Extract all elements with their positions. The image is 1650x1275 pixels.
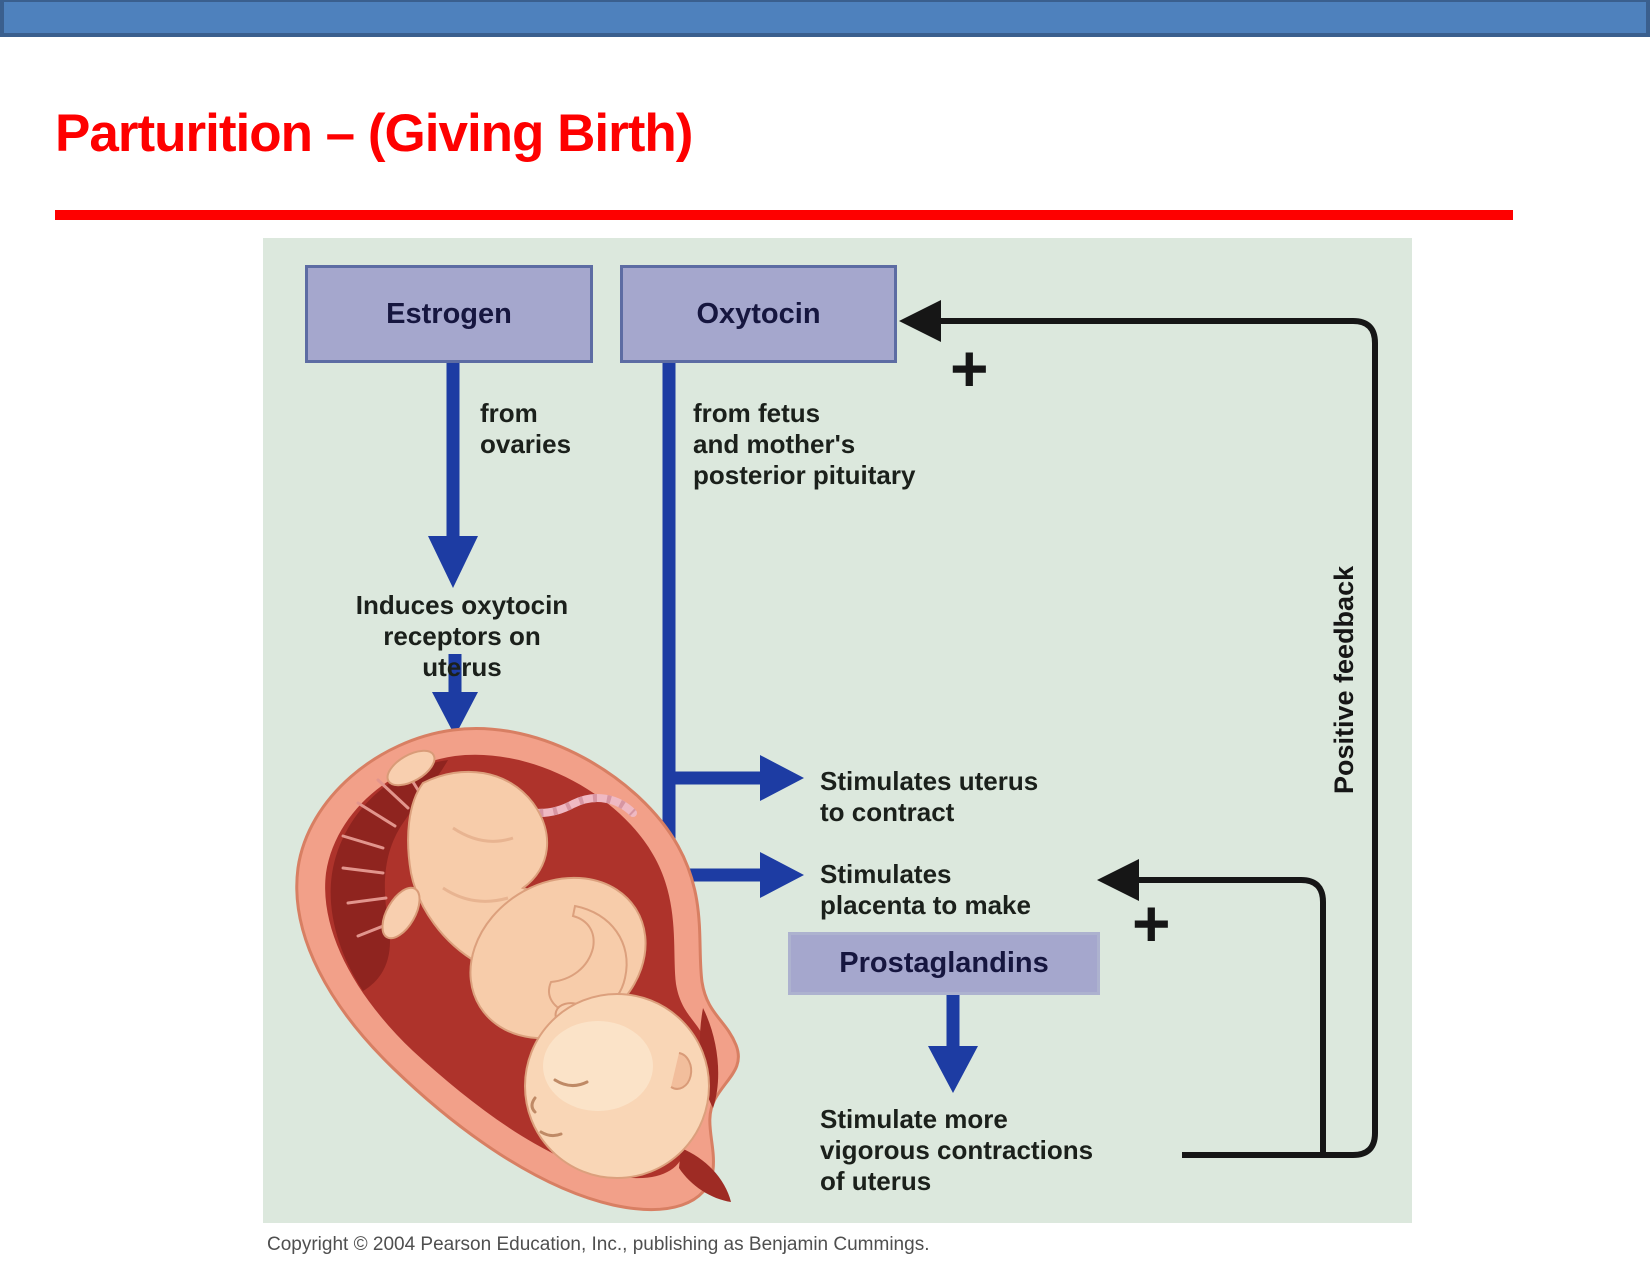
label-induces-receptors: Induces oxytocin receptors on uterus bbox=[355, 590, 569, 682]
label-stimulate-more: Stimulate more vigorous contractions of … bbox=[820, 1104, 1094, 1196]
page-title: Parturition – (Giving Birth) bbox=[55, 104, 693, 163]
fetus-eye bbox=[553, 1078, 589, 1087]
label-from-fetus: from fetus and mother's posterior pituit… bbox=[693, 398, 916, 490]
oxytocin-arrow bbox=[662, 358, 804, 898]
outer-feedback-loop bbox=[899, 300, 1378, 1158]
label-stimulates-uterus: Stimulates uterus to contract bbox=[820, 766, 1039, 827]
fetus-ear bbox=[670, 1052, 693, 1090]
label-positive-feedback: Positive feedback bbox=[1329, 565, 1359, 794]
inner-feedback-loop bbox=[1097, 859, 1326, 1152]
estrogen-arrow bbox=[428, 358, 478, 588]
estrogen-box: Estrogen bbox=[305, 265, 593, 363]
fetus-illustration bbox=[295, 727, 740, 1212]
estrogen-box-label: Estrogen bbox=[386, 297, 512, 330]
top-accent-bar bbox=[0, 0, 1650, 37]
plus-sign-bottom: + bbox=[1132, 886, 1171, 960]
prostaglandins-box-label: Prostaglandins bbox=[839, 947, 1049, 979]
label-from-ovaries: from ovaries bbox=[480, 398, 572, 459]
fetus-nose bbox=[530, 1096, 537, 1114]
label-stimulates-placenta: Stimulates placenta to make bbox=[820, 859, 1031, 920]
title-underline bbox=[55, 210, 1513, 220]
oxytocin-box-label: Oxytocin bbox=[696, 297, 821, 330]
prostaglandins-box: Prostaglandins bbox=[788, 932, 1100, 995]
diagram-panel: Estrogen Oxytocin Prostaglandins from ov… bbox=[263, 238, 1412, 1223]
induces-arrow bbox=[432, 654, 478, 736]
fetus-mouth bbox=[539, 1130, 563, 1138]
copyright-line: Copyright © 2004 Pearson Education, Inc.… bbox=[267, 1234, 930, 1255]
flow-arrows-svg bbox=[428, 300, 1378, 1158]
oxytocin-box: Oxytocin bbox=[620, 265, 897, 363]
fetus-head bbox=[524, 993, 710, 1179]
plus-sign-top: + bbox=[950, 331, 989, 405]
prostaglandins-arrow bbox=[928, 995, 978, 1093]
